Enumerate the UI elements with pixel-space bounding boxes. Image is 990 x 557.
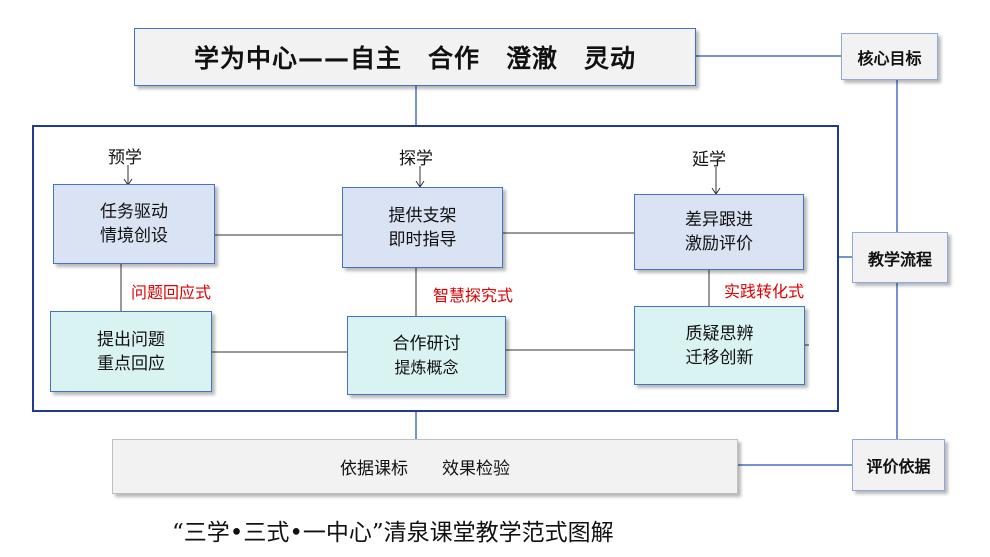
mode-practice-transform: 实践转化式 xyxy=(724,282,805,301)
scaffold-line1: 提供支架 xyxy=(388,205,457,226)
question-line2: 重点回应 xyxy=(97,353,165,374)
task-driven-line2: 情境创设 xyxy=(100,226,168,246)
cooperation-line1: 合作研讨 xyxy=(392,333,461,354)
core-goal-box: 核心目标 xyxy=(841,33,938,80)
differentiated-line2: 激励评价 xyxy=(685,234,753,254)
stage-preview-label: 预学 xyxy=(108,148,142,168)
stage-explore-label: 探学 xyxy=(399,149,433,169)
title-box: 学为中心——自主 合作 澄澈 灵动 xyxy=(134,28,696,86)
cooperation-box: 合作研讨 提炼概念 xyxy=(347,316,506,395)
scaffold-line2: 即时指导 xyxy=(388,229,457,250)
question-box: 提出问题 重点回应 xyxy=(50,311,212,392)
questioning-box: 质疑思辨 迁移创新 xyxy=(634,306,805,385)
diagram-caption: “三学•三式•一中心”清泉课堂教学范式图解 xyxy=(172,520,614,546)
task-driven-box: 任务驱动 情境创设 xyxy=(53,184,215,264)
questioning-line1: 质疑思辨 xyxy=(685,323,754,344)
task-driven-line1: 任务驱动 xyxy=(100,202,168,222)
questioning-line2: 迁移创新 xyxy=(685,347,754,368)
mode-question-response: 问题回应式 xyxy=(131,283,212,302)
page-title: 学为中心——自主 合作 澄澈 灵动 xyxy=(193,44,636,73)
evaluation-side-label: 评价依据 xyxy=(866,457,931,476)
differentiated-box: 差异跟进 激励评价 xyxy=(634,194,804,270)
cooperation-line2: 提炼概念 xyxy=(394,357,459,377)
scaffold-box: 提供支架 即时指导 xyxy=(342,187,503,268)
evaluation-box: 依据课标 效果检验 xyxy=(112,439,738,494)
process-box: 教学流程 xyxy=(852,232,948,283)
evaluation-text: 依据课标 效果检验 xyxy=(340,459,510,479)
differentiated-line1: 差异跟进 xyxy=(685,210,753,230)
core-goal-label: 核心目标 xyxy=(857,48,922,68)
mode-smart-inquiry: 智慧探究式 xyxy=(433,286,514,305)
question-line1: 提出问题 xyxy=(97,329,165,350)
stage-extend-label: 延学 xyxy=(692,150,726,170)
evaluation-side-box: 评价依据 xyxy=(852,439,945,491)
process-label: 教学流程 xyxy=(867,249,932,269)
